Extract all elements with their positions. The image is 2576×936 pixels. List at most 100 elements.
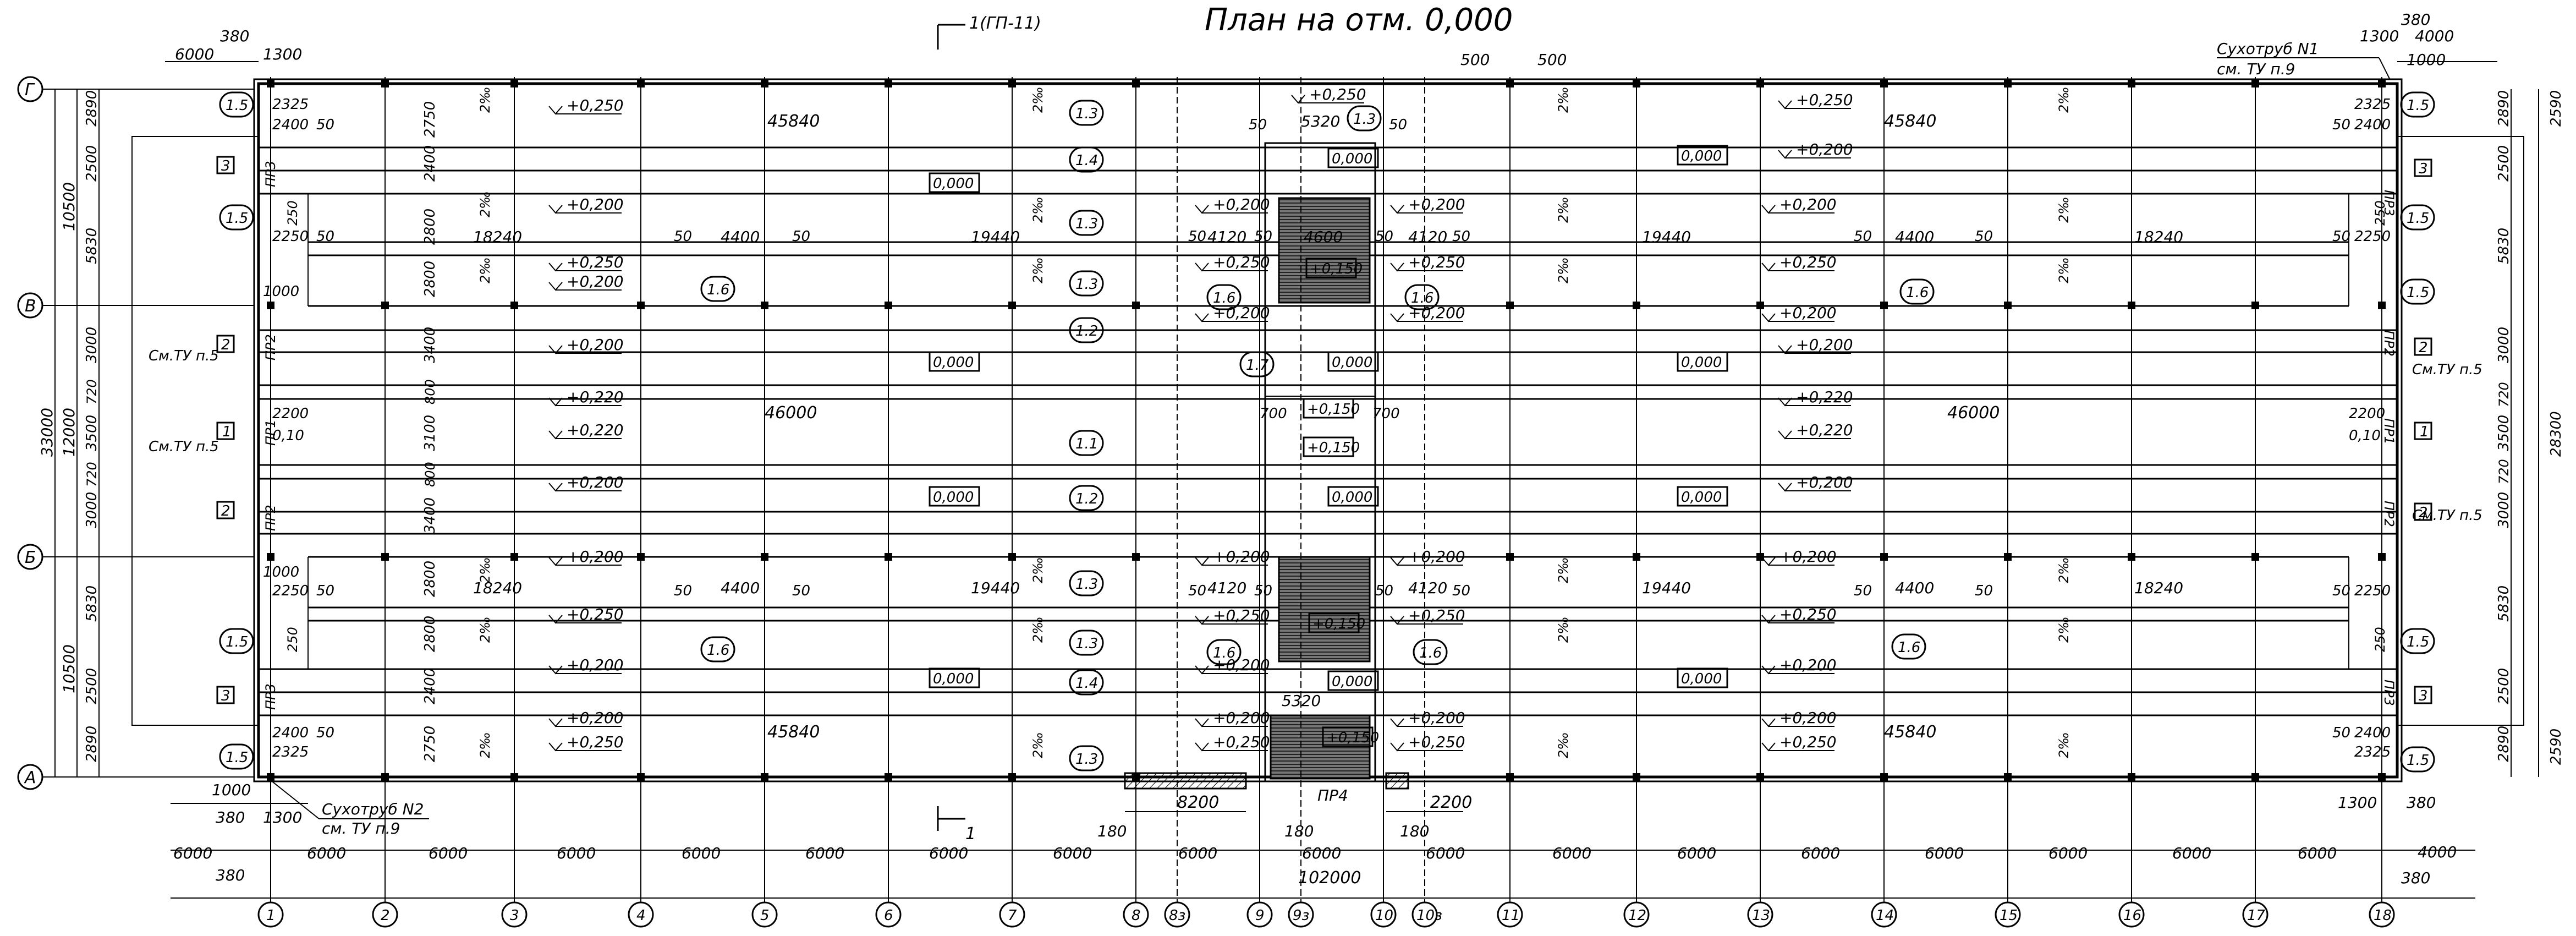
slope-mark-22: 2‰ xyxy=(1556,732,1571,758)
column xyxy=(267,773,274,781)
zone-capsule xyxy=(2400,746,2435,773)
zone-1-5-26: 1.5 xyxy=(2407,210,2429,227)
slope-marks: 2‰2‰2‰2‰2‰2‰2‰2‰2‰2‰2‰2‰2‰2‰2‰2‰2‰2‰2‰2‰… xyxy=(477,86,2072,758)
level-p0250-8: +0,250 xyxy=(567,253,624,271)
level-box-p0150-101: +0,150 xyxy=(1307,401,1360,418)
dim-bay-15: 6000 xyxy=(2048,844,2088,862)
dim-1000-bl: 1000 xyxy=(212,781,251,799)
dim-46000-right: 46000 xyxy=(1947,403,2000,423)
column xyxy=(2251,553,2259,561)
level-box xyxy=(1322,726,1374,747)
dim-800-vt: 800 xyxy=(422,379,438,404)
slope-mark-23: 2‰ xyxy=(2056,732,2072,758)
dim-50-20: 50 xyxy=(1975,583,1993,599)
tu-notes: См.ТУ п.5 См.ТУ п.5 См.ТУ п.5 См.ТУ п.5 xyxy=(149,348,2482,524)
dim-3100-v: 3100 xyxy=(422,415,438,451)
slope-mark-1: 2‰ xyxy=(1030,86,1046,113)
dim-left-v6: 720 xyxy=(84,462,100,487)
zone-1-6-18: 1.6 xyxy=(1213,645,1235,661)
tag-2-r: 2 xyxy=(2419,340,2428,356)
level-p0250-0: +0,250 xyxy=(567,96,624,114)
level-box xyxy=(1305,258,1357,278)
dim-5320-top: 5320 xyxy=(1301,112,1340,130)
tag-2-l: 2 xyxy=(221,337,230,353)
zone-1-6-13: 1.6 xyxy=(707,282,729,298)
axis-number-8: 8 xyxy=(1132,907,1141,924)
zone-capsule xyxy=(1899,278,1935,305)
dim-380-tr: 380 xyxy=(2401,10,2430,29)
zone-1-5-23: 1.5 xyxy=(226,634,248,650)
ramp-pr2-bl: ПР2 xyxy=(263,505,278,531)
tu5-right-a: См.ТУ п.5 xyxy=(2412,362,2482,378)
dim-right-v9: 2500 xyxy=(2496,668,2512,704)
zone-1-6-19: 1.6 xyxy=(1419,645,1442,661)
column xyxy=(1880,80,1888,87)
zone-capsule xyxy=(219,91,254,118)
dim-50-23: 50 xyxy=(2332,725,2350,741)
level-marks: +0,250+0,250+0,250+0,200+0,200+0,200+0,2… xyxy=(548,85,1853,752)
level-box xyxy=(1677,486,1728,507)
level-p0200-15: +0,200 xyxy=(1779,304,1837,322)
column xyxy=(2378,80,2386,87)
axis-bubble-6 xyxy=(875,901,902,928)
zone-capsule xyxy=(1069,630,1104,656)
axis-number-10: 10 xyxy=(1375,907,1393,924)
column xyxy=(1756,553,1764,561)
level-p0200-5: +0,200 xyxy=(1779,195,1837,214)
level-p0200-24: +0,200 xyxy=(567,548,624,566)
zone-1-5-25: 1.5 xyxy=(2407,97,2429,114)
level-triangle xyxy=(548,483,563,492)
dim-380-bl2: 380 xyxy=(216,866,245,884)
level-triangle xyxy=(548,718,563,727)
dim-50-5: 50 xyxy=(1188,228,1206,245)
level-triangle xyxy=(548,742,563,752)
column xyxy=(1756,80,1764,87)
column xyxy=(2004,553,2012,561)
dim-010-left: 0,10 xyxy=(272,428,304,444)
dim-2800-vt1: 2800 xyxy=(422,209,438,245)
zone-1-3-8: 1.3 xyxy=(1075,636,1098,652)
axis-bubble-7 xyxy=(999,901,1025,928)
dim-bay-14: 6000 xyxy=(1925,844,1964,862)
zone-1-3-3: 1.3 xyxy=(1075,276,1098,293)
dim-500-top-b: 500 xyxy=(1537,51,1567,69)
dim-19440-bl: 19440 xyxy=(971,579,1020,597)
dim-3400-vb: 3400 xyxy=(422,497,438,534)
slope-mark-14: 2‰ xyxy=(1556,557,1571,583)
axis-number-17: 17 xyxy=(2247,907,2266,924)
axis-number-11: 11 xyxy=(1502,907,1520,924)
dim-2250-tr: 2250 xyxy=(2354,228,2391,245)
column xyxy=(381,302,389,309)
slope-mark-9: 2‰ xyxy=(1030,257,1046,283)
level-box-z0000-11: 0,000 xyxy=(1332,674,1372,690)
dim-left-v8: 5830 xyxy=(84,585,100,622)
dim-1300-br: 1300 xyxy=(2338,793,2377,812)
level-triangle xyxy=(1195,718,1209,727)
dim-left-v1: 2500 xyxy=(84,145,100,182)
dim-bay-6: 6000 xyxy=(929,844,968,862)
dim-4600-t: 4600 xyxy=(1304,228,1343,246)
dim-4120-tl: 4120 xyxy=(1207,228,1246,246)
dim-left-10500a: 10500 xyxy=(60,182,78,231)
dim-right-v4: 720 xyxy=(2496,382,2512,407)
level-p0250-1: +0,250 xyxy=(1796,91,1853,109)
column xyxy=(2128,553,2135,561)
column xyxy=(2128,80,2135,87)
dim-2325-br: 2325 xyxy=(2354,744,2391,760)
dim-250-bl: 250 xyxy=(285,627,300,652)
dim-1300-bl: 1300 xyxy=(263,808,302,826)
zone-1-2-6: 1.2 xyxy=(1075,491,1098,507)
level-triangle xyxy=(1390,557,1404,566)
dim-19440-tl: 19440 xyxy=(971,228,1020,246)
axis-bubble-2 xyxy=(372,901,398,928)
dim-500-top-a: 500 xyxy=(1460,51,1490,69)
tag-2-bl: 2 xyxy=(221,503,230,519)
level-box xyxy=(1327,351,1379,372)
zone-capsule xyxy=(2400,278,2435,305)
column xyxy=(1132,773,1140,781)
column xyxy=(637,302,645,309)
dim-4400-tl: 4400 xyxy=(721,228,760,246)
level-box xyxy=(1677,145,1728,166)
dim-4120-tr: 4120 xyxy=(1408,228,1447,246)
zone-1-5-21: 1.5 xyxy=(226,97,248,114)
